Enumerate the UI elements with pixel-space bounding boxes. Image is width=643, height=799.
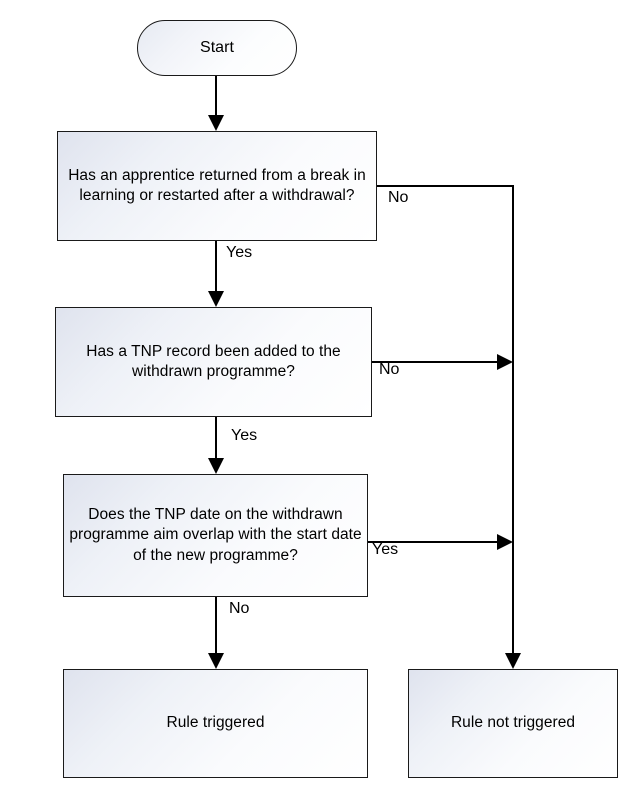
node-decision-2-label: Has a TNP record been added to the withd… <box>86 342 341 380</box>
node-rule-not-triggered-label: Rule not triggered <box>450 714 576 732</box>
node-decision-tnp-record-added[interactable]: Has a TNP record been added to the withd… <box>55 307 372 417</box>
node-rule-not-triggered[interactable]: Rule not triggered <box>408 669 618 778</box>
edge-label-decision-1-yes: Yes <box>226 244 253 261</box>
connector-decision-1-yes <box>208 241 224 307</box>
connector-decision-3-no <box>208 597 224 669</box>
connector-decision-2-yes <box>208 417 224 474</box>
connector-decision-3-yes <box>368 534 513 550</box>
connector-decision-1-no <box>377 185 521 669</box>
connector-start-to-decision-1 <box>208 76 224 131</box>
connector-decision-2-no <box>372 354 513 370</box>
node-decision-returned-from-break[interactable]: Has an apprentice returned from a break … <box>57 131 377 241</box>
node-decision-1-label: Has an apprentice returned from a break … <box>68 166 366 204</box>
edge-label-decision-3-yes: Yes <box>372 541 399 558</box>
edge-label-decision-2-no: No <box>379 361 400 378</box>
edge-label-decision-2-yes: Yes <box>231 427 258 444</box>
node-start-label: Start <box>199 39 235 57</box>
node-rule-triggered-label: Rule triggered <box>166 714 265 732</box>
node-rule-triggered[interactable]: Rule triggered <box>63 669 368 778</box>
edge-label-decision-3-no: No <box>229 600 250 617</box>
node-decision-3-label: Does the TNP date on the withdrawn progr… <box>69 505 362 564</box>
node-start[interactable]: Start <box>137 20 297 76</box>
node-decision-tnp-date-overlap[interactable]: Does the TNP date on the withdrawn progr… <box>63 474 368 597</box>
edge-label-decision-1-no: No <box>388 189 409 206</box>
